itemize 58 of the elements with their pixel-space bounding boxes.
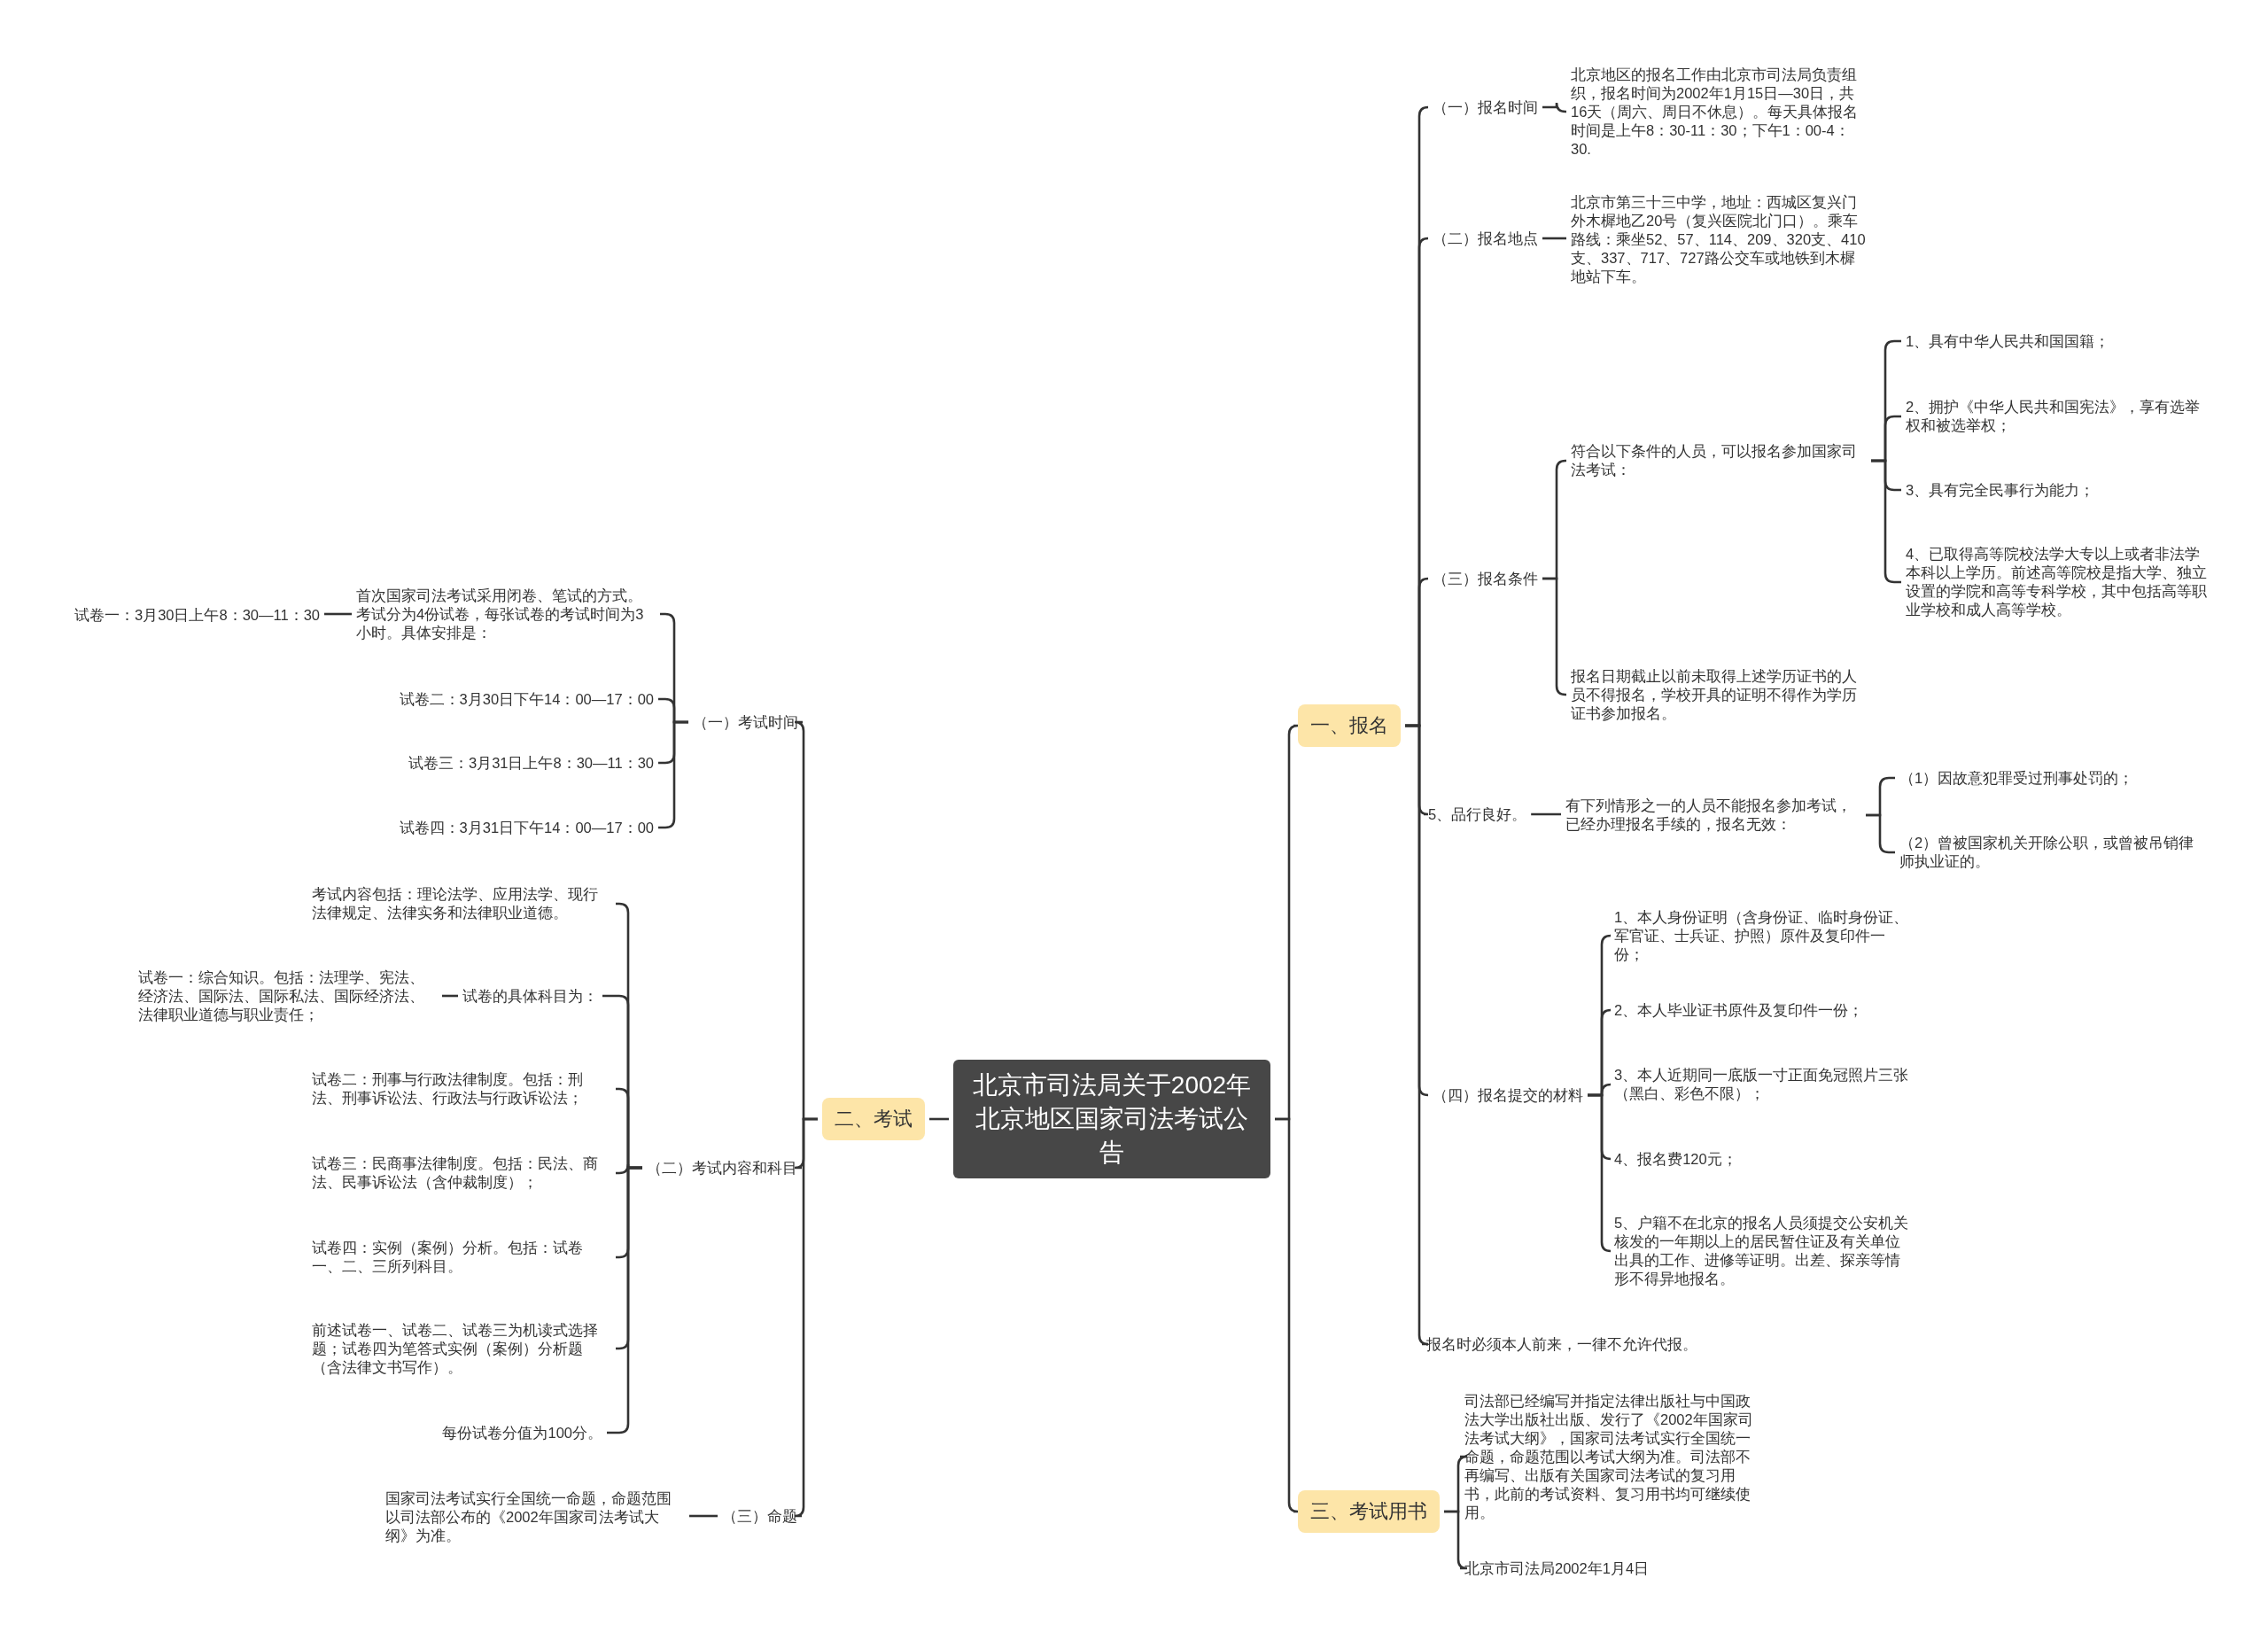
branch-text: 前述试卷一、试卷二、试卷三为机读式选择题；试卷四为笔答式实例（案例）分析题（含法律文书写作）。 — [312, 1320, 611, 1377]
branch-text: 符合以下条件的人员，可以报名参加国家司法考试： — [1571, 442, 1867, 479]
connector-line — [793, 1117, 818, 1518]
branch-text: 试卷四：实例（案例）分析。包括：试卷一、二、三所列科目。 — [312, 1239, 611, 1276]
branch-text: 试卷四：3月31日下午14：00—17：00 — [399, 818, 654, 837]
branch-text: 北京地区的报名工作由北京市司法局负责组织，报名时间为2002年1月15日—30日，共16天（周六、周日不休息）。每天具体报名时间是上午8：30-11：30；下午1：00-4：30. — [1571, 65, 1867, 159]
connector-line — [1405, 724, 1430, 1346]
branch-text: 考试内容包括：理论法学、应用法学、现行法律规定、法律实务和法律职业道德。 — [312, 885, 611, 922]
branch-text: （一）报名时间 — [1433, 97, 1538, 117]
topic-box: 三、考试用书 — [1298, 1490, 1440, 1533]
connector-line — [1542, 577, 1567, 696]
branch-text: 国家司法考试实行全国统一命题，命题范围以司法部公布的《2002年国家司法考试大纲》为准。 — [385, 1489, 685, 1545]
branch-text: （二）考试内容和科目 — [647, 1158, 797, 1178]
connector-line — [1542, 237, 1566, 240]
branch-text: 3、具有完全民事行为能力； — [1906, 480, 2095, 500]
branch-text: 2、拥护《中华人民共和国宪法》，享有选举权和被选举权； — [1906, 398, 2202, 435]
branch-text: （四）报名提交的材料 — [1433, 1085, 1583, 1105]
branch-text: 试卷一：综合知识。包括：法理学、宪法、经济法、国际法、国际私法、国际经济法、法律职业道德与职业责任； — [138, 968, 438, 1024]
branch-text: 1、具有中华人民共和国国籍； — [1906, 331, 2110, 351]
branch-text: 试卷一：3月30日上午8：30—11：30 — [74, 605, 320, 625]
topic-box: 二、考试 — [822, 1098, 925, 1140]
branch-text: （2）曾被国家机关开除公职，或曾被吊销律师执业证的。 — [1899, 834, 2195, 871]
branch-text: 试卷二：刑事与行政法律制度。包括：刑法、刑事诉讼法、行政法与行政诉讼法； — [312, 1070, 611, 1108]
connector-line — [1275, 1117, 1300, 1513]
branch-text: 司法部已经编写并指定法律出版社与中国政法大学出版社出版、发行了《2002年国家司法考试大纲》，国家司法考试实行全国统一命题，命题范围以考试大纲为准。司法部不再编写、出版有关国家司法考试的复习用书，此前的考试资料、复习用书均可继续使用。 — [1464, 1391, 1764, 1522]
connector-line — [1866, 813, 1895, 854]
title-box: 北京市司法局关于2002年北京地区国家司法考试公告 — [953, 1060, 1270, 1178]
connector-line — [929, 1117, 949, 1121]
branch-text: 试卷二：3月30日下午14：00—17：00 — [399, 689, 654, 709]
connector-line — [442, 994, 458, 998]
branch-text: 1、本人身份证明（含身份证、临时身份证、军官证、士兵证、护照）原件及复印件一份； — [1614, 907, 1910, 964]
branch-text: 报名日期截止以前未取得上述学历证书的人员不得报名，学校开具的证明不得作为学历证书参加报名。 — [1571, 666, 1867, 723]
branch-text: （二）报名地点 — [1433, 229, 1538, 248]
branch-text: （1）因故意犯罪受过刑事处罚的； — [1899, 768, 2134, 788]
connector-line — [1588, 1093, 1612, 1253]
branch-text: 北京市第三十三中学，地址：西城区复兴门外木樨地乙20号（复兴医院北门口）。乘车路线：乘坐52、57、114、209、320支、410支、337、717、727路公交车或地铁到木樨地站下车。 — [1571, 192, 1867, 286]
branch-text: 北京市司法局2002年1月4日 — [1464, 1559, 1650, 1578]
branch-text: 3、本人近期同一底版一寸正面免冠照片三张（黑白、彩色不限）； — [1614, 1066, 1910, 1103]
connector-line — [1542, 101, 1567, 113]
branch-text: （一）考试时间 — [693, 712, 798, 732]
branch-text: 试卷的具体科目为： — [462, 986, 598, 1006]
branch-text: 5、品行良好。 — [1428, 805, 1527, 824]
connector-line — [689, 1514, 718, 1518]
topic-box: 一、报名 — [1298, 704, 1401, 747]
branch-text: 有下列情形之一的人员不能报名参加考试，已经办理报名手续的，报名无效： — [1565, 797, 1861, 834]
connector-line — [1531, 812, 1561, 816]
branch-text: 试卷三：3月31日上午8：30—11：30 — [408, 753, 654, 773]
branch-text: 首次国家司法考试采用闭卷、笔试的方式。考试分为4份试卷，每张试卷的考试时间为3小时。具体安排是： — [356, 586, 656, 642]
branch-text: 4、已取得高等院校法学大专以上或者非法学本科以上学历。前述高等院校是指大学、独立设置的学院和高等专科学校，其中包括高等职业学校和成人高等学校。 — [1906, 545, 2207, 619]
branch-text: 试卷三：民商事法律制度。包括：民法、商法、民事诉讼法（含仲裁制度）； — [312, 1154, 611, 1192]
branch-text: 4、报名费120元； — [1614, 1149, 1737, 1169]
branch-text: 5、户籍不在北京的报名人员须提交公安机关核发的一年期以上的居民暂住证及有关单位出具的工作、进修等证明。出差、探亲等情形不得异地报名。 — [1614, 1214, 1910, 1288]
connector-line — [324, 612, 352, 616]
branch-text: 2、本人毕业证书原件及复印件一份； — [1614, 1000, 1864, 1020]
branch-text: （三）报名条件 — [1433, 569, 1538, 588]
branch-text: 报名时必须本人前来，一律不允许代报。 — [1426, 1334, 1697, 1354]
branch-text: （三）命题 — [722, 1506, 797, 1526]
branch-text: 每份试卷分值为100分。 — [442, 1423, 602, 1442]
